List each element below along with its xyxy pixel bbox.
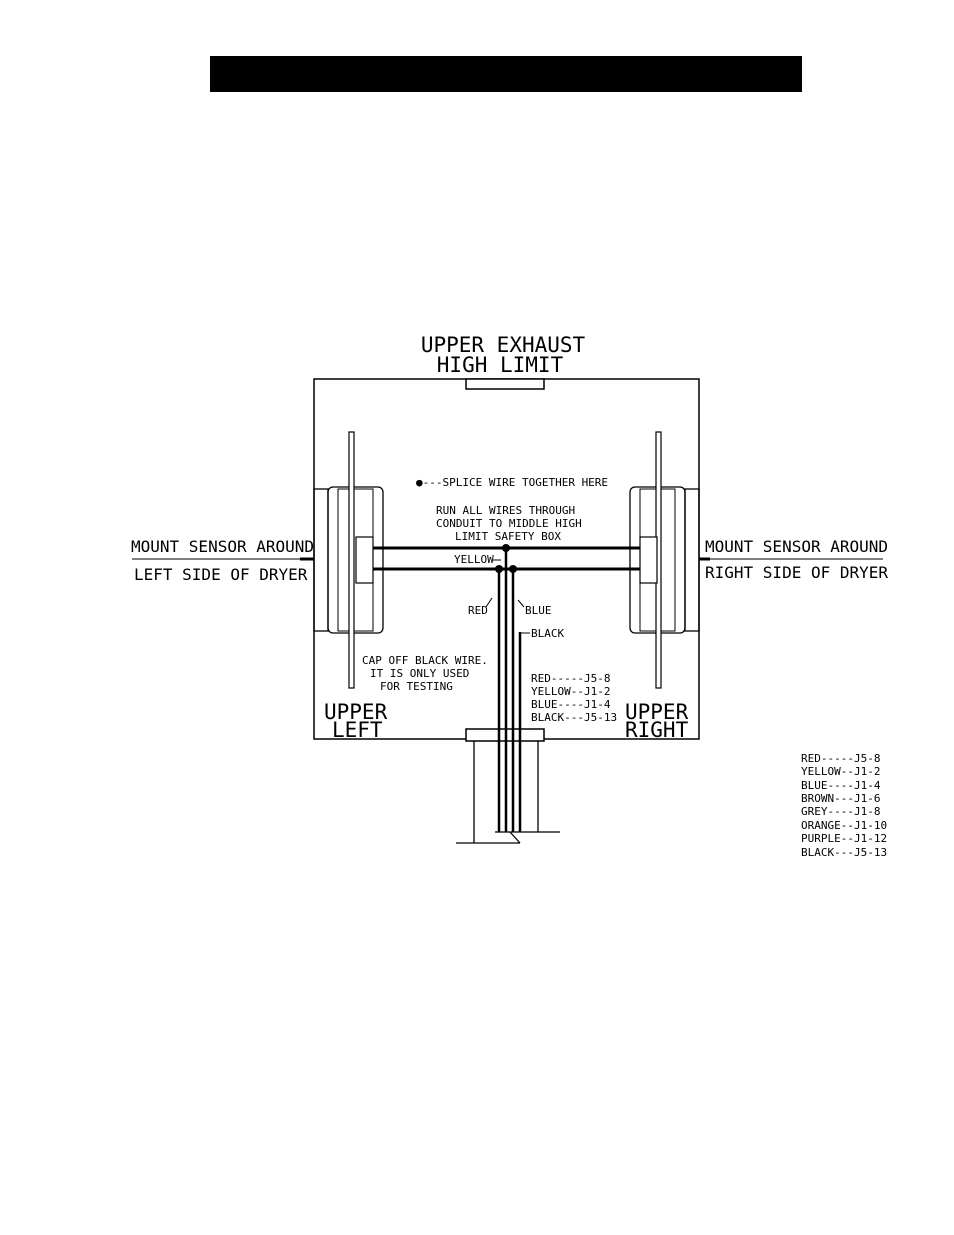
run-note-line-3: LIMIT SAFETY BOX bbox=[455, 530, 561, 543]
upper-left-label-1: UPPER bbox=[324, 700, 388, 724]
black-label: BLACK bbox=[531, 627, 564, 640]
right-sensor bbox=[629, 431, 700, 689]
inner-legend-0: RED-----J5-8 bbox=[531, 672, 610, 685]
inner-legend-1: YELLOW--J1-2 bbox=[531, 685, 610, 698]
red-label: RED bbox=[468, 604, 488, 617]
splice-dot-right bbox=[509, 565, 517, 573]
inner-legend-3: BLACK---J5-13 bbox=[531, 711, 617, 724]
left-mount-line-1: MOUNT SENSOR AROUND bbox=[131, 537, 314, 556]
inner-legend-2: BLUE----J1-4 bbox=[531, 698, 611, 711]
run-note-line-1: RUN ALL WIRES THROUGH bbox=[436, 504, 575, 517]
splice-note: ●---SPLICE WIRE TOGETHER HERE bbox=[416, 476, 608, 489]
left-mount-line-2: LEFT SIDE OF DRYER bbox=[134, 565, 308, 584]
splice-dot-top bbox=[502, 544, 510, 552]
cap-note-line-2: IT IS ONLY USED bbox=[370, 667, 469, 680]
legend-item-5: ORANGE--J1-10 bbox=[801, 819, 887, 832]
legend-item-1: YELLOW--J1-2 bbox=[801, 765, 880, 778]
legend-item-4: GREY----J1-8 bbox=[801, 805, 880, 818]
splice-dot-left bbox=[495, 565, 503, 573]
legend-item-0: RED-----J5-8 bbox=[801, 752, 880, 765]
diagram-title-line-2: HIGH LIMIT bbox=[437, 353, 564, 377]
left-sensor bbox=[313, 431, 384, 689]
cap-note-line-3: FOR TESTING bbox=[380, 680, 453, 693]
upper-left-label-2: LEFT bbox=[332, 718, 383, 742]
header-bar bbox=[210, 56, 802, 92]
upper-right-label-1: UPPER bbox=[625, 700, 689, 724]
legend-item-3: BROWN---J1-6 bbox=[801, 792, 880, 805]
diagram-title-line-1: UPPER EXHAUST bbox=[421, 333, 586, 357]
upper-right-label-2: RIGHT bbox=[625, 718, 689, 742]
blue-label: BLUE bbox=[525, 604, 552, 617]
run-note-line-2: CONDUIT TO MIDDLE HIGH bbox=[436, 517, 582, 530]
cap-note-line-1: CAP OFF BLACK WIRE. bbox=[362, 654, 488, 667]
yellow-label: YELLOW bbox=[454, 553, 494, 566]
wire-legend: RED-----J5-8 YELLOW--J1-2 BLUE----J1-4 B… bbox=[801, 752, 887, 859]
right-mount-line-2: RIGHT SIDE OF DRYER bbox=[705, 563, 888, 582]
legend-item-7: BLACK---J5-13 bbox=[801, 846, 887, 859]
legend-item-6: PURPLE--J1-12 bbox=[801, 832, 887, 845]
right-mount-line-1: MOUNT SENSOR AROUND bbox=[705, 537, 888, 556]
legend-item-2: BLUE----J1-4 bbox=[801, 779, 881, 792]
top-connector bbox=[465, 378, 545, 390]
